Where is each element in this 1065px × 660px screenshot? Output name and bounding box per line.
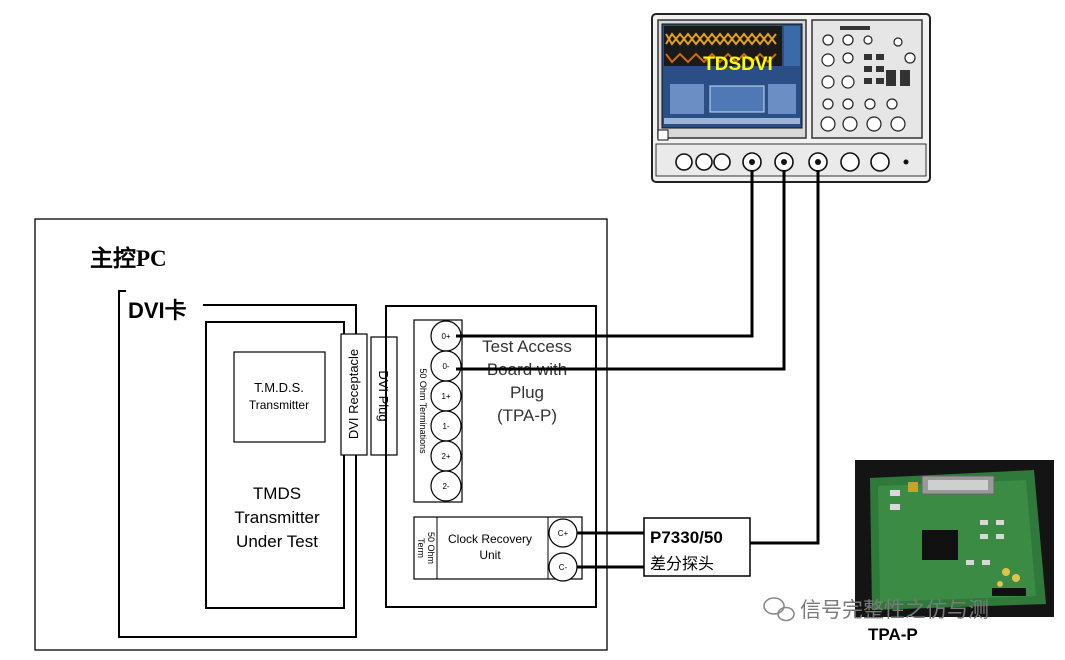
tpa-pin-3-label: 1- [442, 422, 449, 431]
scope-brand-label: TDSDVI [703, 54, 773, 75]
tpa-pin-1-label: 0- [442, 362, 449, 371]
terminations-label: 50 Ohm Terminations [418, 368, 428, 454]
dvi-receptacle-label: DVI Receptacle [346, 349, 361, 439]
host-pc-title: 主控PC [90, 245, 167, 271]
tpa-board-line3: Plug [510, 383, 544, 402]
probe-model: P7330/50 [650, 528, 723, 547]
host-pc-box [34, 218, 608, 651]
wechat-icon [763, 597, 795, 622]
differential-probe [643, 517, 751, 577]
tmds-transmitter-chip [233, 351, 326, 443]
dvi-plug [370, 336, 398, 456]
cable-ch4 [750, 170, 820, 545]
tpa-pin-5-label: 2- [442, 482, 449, 491]
watermark: 信号完整性之仿与测 [763, 597, 989, 622]
clock-term-label2: Term [416, 538, 426, 558]
clock-term-label1: 50 Ohm [426, 532, 436, 564]
dvi-card-label: DVI卡 [128, 298, 187, 323]
tpa-pin-2-label: 1+ [441, 392, 450, 401]
clock-pin-0-label: C+ [558, 529, 569, 538]
tmds-under-test-box [205, 321, 345, 609]
dvi-card-outline [118, 290, 357, 638]
tmds-transmitter-line1: T.M.D.S. [254, 380, 304, 395]
photo-caption: TPA-P [868, 625, 918, 644]
tpa-pin-group: 0+ 0- 1+ 1- 2+ 2- [430, 320, 462, 502]
tpa-board-line1: Test Access [482, 337, 572, 356]
tpa-p-photo [855, 460, 1054, 617]
dvi-plug-label: DVI Plug [376, 370, 391, 421]
terminations-block [413, 319, 463, 503]
cable-ch3 [456, 170, 786, 371]
clock-recovery-line1: Clock Recovery [448, 532, 532, 546]
tmds-under-test-line2: Transmitter [234, 508, 320, 527]
tmds-under-test-line3: Under Test [236, 532, 318, 551]
tmds-under-test-line1: TMDS [253, 484, 301, 503]
cable-ch2 [456, 170, 754, 338]
tpa-board-line4: (TPA-P) [497, 406, 557, 425]
tmds-transmitter-line2: Transmitter [249, 398, 309, 412]
tpa-pin-5-connector [430, 470, 462, 502]
tpa-pin-0-label: 0+ [441, 332, 450, 341]
watermark-text: 信号完整性之仿与测 [800, 599, 989, 622]
clock-recovery-line2: Unit [479, 548, 501, 562]
probe-name: 差分探头 [650, 555, 714, 573]
tpa-board-outline [385, 305, 597, 608]
clock-pin-1-label: C- [559, 563, 568, 572]
tpa-pin-4-label: 2+ [441, 452, 450, 461]
oscilloscope: TDSDVI [651, 13, 931, 183]
dvi-receptacle [340, 333, 368, 456]
